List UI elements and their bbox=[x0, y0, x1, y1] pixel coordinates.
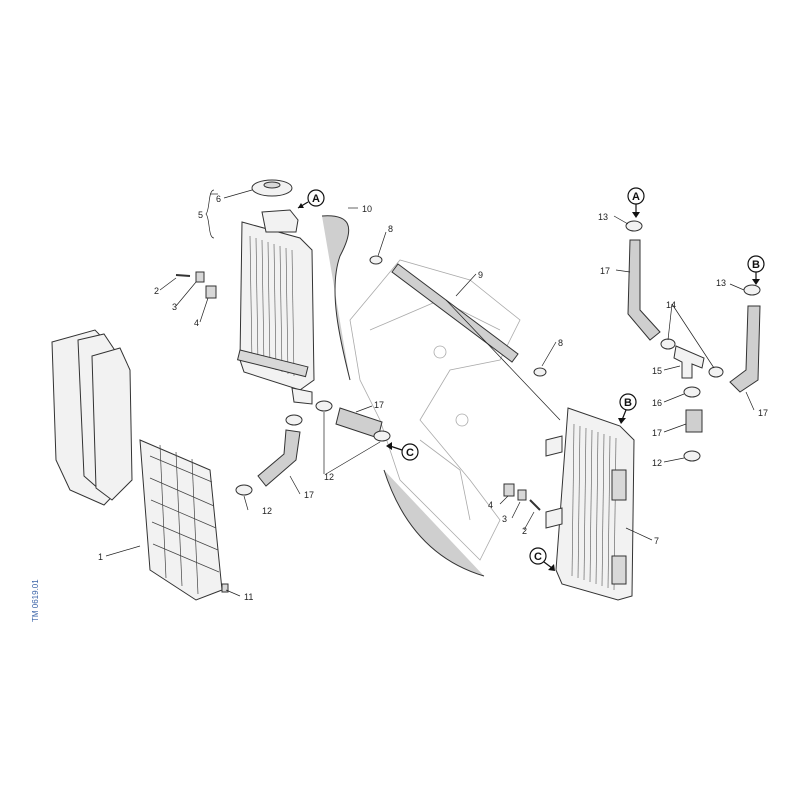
marker-a-right: A bbox=[627, 187, 645, 218]
overflow-hose-lower bbox=[383, 469, 485, 577]
callout-8-right: 8 bbox=[558, 338, 563, 348]
frame-outline bbox=[349, 259, 521, 561]
marker-b-hose: B bbox=[747, 255, 765, 285]
hose-17-left-lower bbox=[257, 429, 301, 487]
svg-text:A: A bbox=[312, 193, 320, 205]
callout-17-middle: 17 bbox=[374, 400, 384, 410]
callout-13-right: 13 bbox=[716, 278, 726, 288]
right-radiator bbox=[545, 407, 635, 601]
callout-17-right-side: 17 bbox=[758, 408, 768, 418]
overflow-hose bbox=[321, 215, 351, 381]
callout-4-right: 4 bbox=[488, 500, 493, 510]
hoses bbox=[257, 215, 761, 577]
callout-6: 6 bbox=[216, 194, 221, 204]
callout-1: 1 bbox=[98, 552, 103, 562]
callout-15: 15 bbox=[652, 366, 662, 376]
connection-markers: A A B B C C bbox=[297, 187, 765, 571]
marker-a-left: A bbox=[297, 189, 325, 209]
callout-2-left: 2 bbox=[154, 286, 159, 296]
callout-4-left: 4 bbox=[194, 318, 199, 328]
connecting-hose-9 bbox=[391, 263, 519, 363]
callout-2-right: 2 bbox=[522, 526, 527, 536]
callout-numbers: 6 5 10 8 9 8 2 3 4 1 11 12 17 12 17 4 3 … bbox=[98, 194, 768, 602]
callout-10: 10 bbox=[362, 204, 372, 214]
leader-lines bbox=[105, 189, 755, 597]
callout-12-left: 12 bbox=[262, 506, 272, 516]
callout-14: 14 bbox=[666, 300, 676, 310]
callout-16: 16 bbox=[652, 398, 662, 408]
hose-17-small bbox=[685, 409, 703, 433]
callout-3-left: 3 bbox=[172, 302, 177, 312]
marker-c-hose: C bbox=[386, 442, 419, 461]
callout-8-left: 8 bbox=[388, 224, 393, 234]
callout-7: 7 bbox=[654, 536, 659, 546]
svg-text:B: B bbox=[752, 259, 760, 271]
hose-17-right-side bbox=[729, 305, 761, 393]
callout-11: 11 bbox=[244, 592, 253, 602]
svg-text:C: C bbox=[534, 551, 542, 563]
svg-text:A: A bbox=[632, 191, 640, 203]
radiator-grille bbox=[139, 439, 223, 601]
callout-17-right-upper: 17 bbox=[600, 266, 610, 276]
radiator-cap bbox=[251, 179, 293, 197]
svg-text:B: B bbox=[624, 397, 632, 409]
fittings-and-clamps bbox=[175, 220, 761, 593]
drawing-code: TM 0619.01 bbox=[31, 579, 40, 622]
callout-12-middle: 12 bbox=[324, 472, 334, 482]
callout-5: 5 bbox=[198, 210, 203, 220]
svg-text:C: C bbox=[406, 447, 414, 459]
callout-13-upper: 13 bbox=[598, 212, 608, 222]
marker-c-right-radiator: C bbox=[529, 547, 555, 571]
callout-17-small: 17 bbox=[652, 428, 662, 438]
hose-17-right-upper bbox=[627, 239, 661, 341]
callout-17-lower-left: 17 bbox=[304, 490, 314, 500]
callout-12-right: 12 bbox=[652, 458, 662, 468]
callout-3-right: 3 bbox=[502, 514, 507, 524]
marker-b-right-radiator: B bbox=[618, 393, 637, 424]
radiator-shroud bbox=[51, 329, 133, 506]
callout-9: 9 bbox=[478, 270, 483, 280]
tee-fitting bbox=[673, 345, 705, 379]
left-radiator bbox=[236, 209, 315, 405]
